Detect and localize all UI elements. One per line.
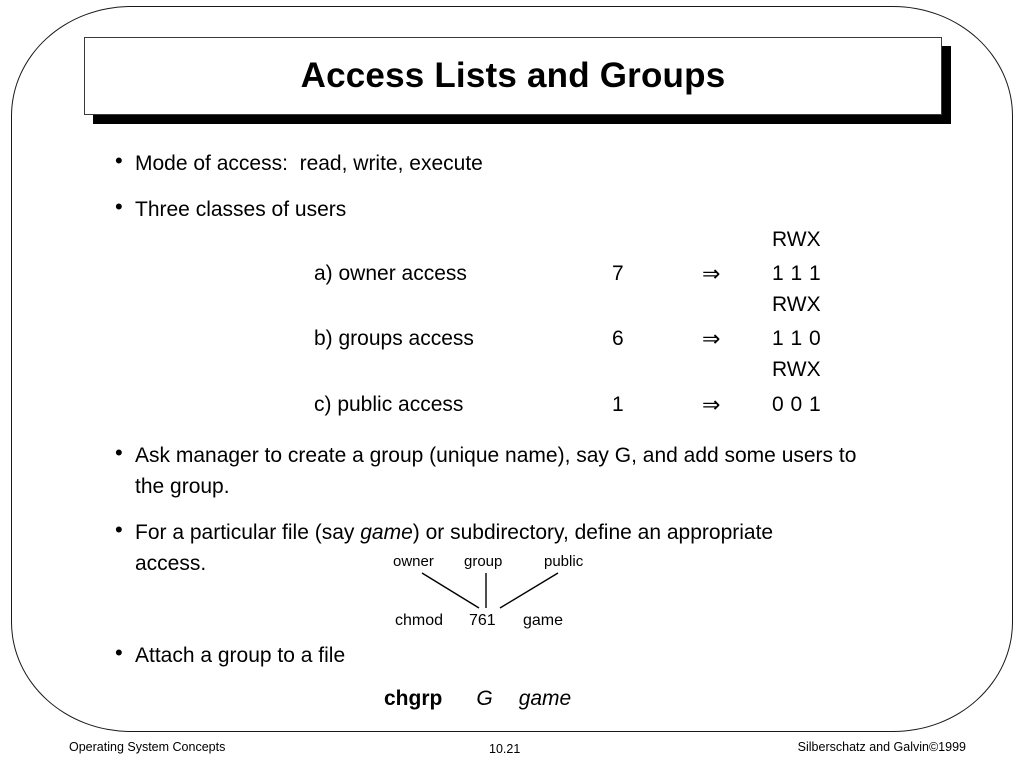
bullet-ask-manager-text: Ask manager to create a group (unique na… (135, 444, 863, 498)
particular-file-italic-game: game (360, 521, 413, 544)
chmod-leader-lines (421, 572, 559, 609)
access-row-label: a) owner access (314, 262, 467, 285)
chgrp-group-arg: G (476, 687, 493, 710)
access-row-label: b) groups access (314, 327, 474, 350)
title-box: Access Lists and Groups (84, 37, 942, 115)
access-row-label: c) public access (314, 393, 464, 416)
bullet-three-classes-text: Three classes of users (135, 198, 347, 221)
chmod-command: chmod (395, 612, 444, 629)
bullet-attach-group-text: Attach a group to a file (135, 644, 346, 667)
bullet-point-icon: • (115, 517, 123, 542)
access-row-bits: 0 0 1 (772, 393, 822, 416)
access-row-octal: 1 (612, 393, 624, 416)
rwx-header-groups: RWX (772, 293, 821, 316)
implies-arrow-icon: ⇒ (702, 326, 721, 351)
page-title: Access Lists and Groups (300, 56, 726, 95)
rwx-header-public: RWX (772, 358, 821, 381)
bullet-particular-file-text: For a particular file (say game) or subd… (135, 517, 815, 579)
particular-file-prefix: For a particular file (say (135, 521, 361, 544)
bullet-attach-group: • Attach a group to a file (115, 640, 345, 671)
access-row-bits: 1 1 1 (772, 262, 822, 285)
chgrp-file-arg: game (518, 687, 572, 710)
chmod-group-label: group (464, 553, 503, 570)
particular-file-suffix: ) or subdirectory, define an appropriate… (135, 521, 779, 575)
implies-arrow-icon: ⇒ (702, 392, 721, 417)
bullet-ask-manager: • Ask manager to create a group (unique … (115, 440, 875, 502)
bullet-mode-of-access-text: Mode of access: read, write, execute (135, 152, 483, 175)
rwx-header-owner: RWX (772, 228, 821, 251)
chmod-mode-digits: 761 (469, 612, 496, 629)
footer-copyright: Silberschatz and Galvin©1999 (797, 740, 966, 754)
bullet-point-icon: • (115, 640, 123, 665)
title-banner: Access Lists and Groups (84, 37, 951, 124)
chmod-annotation-diagram: owner group public chmod 761 game (380, 550, 620, 636)
bullet-point-icon: • (115, 148, 123, 173)
table-row: a) owner access 7 ⇒ 1 1 1 (314, 262, 894, 286)
bullet-particular-file: • For a particular file (say game) or su… (115, 517, 815, 579)
table-row: c) public access 1 ⇒ 0 0 1 (314, 393, 894, 417)
chgrp-command: chgrp (384, 687, 443, 710)
slide-footer: Operating System Concepts 10.21 Silbersc… (0, 738, 1024, 760)
chmod-owner-label: owner (393, 553, 434, 570)
table-row: b) groups access 6 ⇒ 1 1 0 (314, 327, 894, 351)
access-row-octal: 7 (612, 262, 624, 285)
chmod-public-label: public (544, 553, 584, 570)
footer-page-number: 10.21 (489, 742, 521, 756)
bullet-point-icon: • (115, 440, 123, 465)
footer-book-title: Operating System Concepts (69, 740, 226, 754)
bullet-three-classes: • Three classes of users (115, 194, 346, 225)
bullet-point-icon: • (115, 194, 123, 219)
bullet-mode-of-access: • Mode of access: read, write, execute (115, 148, 483, 179)
access-row-octal: 6 (612, 327, 624, 350)
chmod-target-file: game (523, 612, 564, 629)
access-row-bits: 1 1 0 (772, 327, 822, 350)
implies-arrow-icon: ⇒ (702, 261, 721, 286)
